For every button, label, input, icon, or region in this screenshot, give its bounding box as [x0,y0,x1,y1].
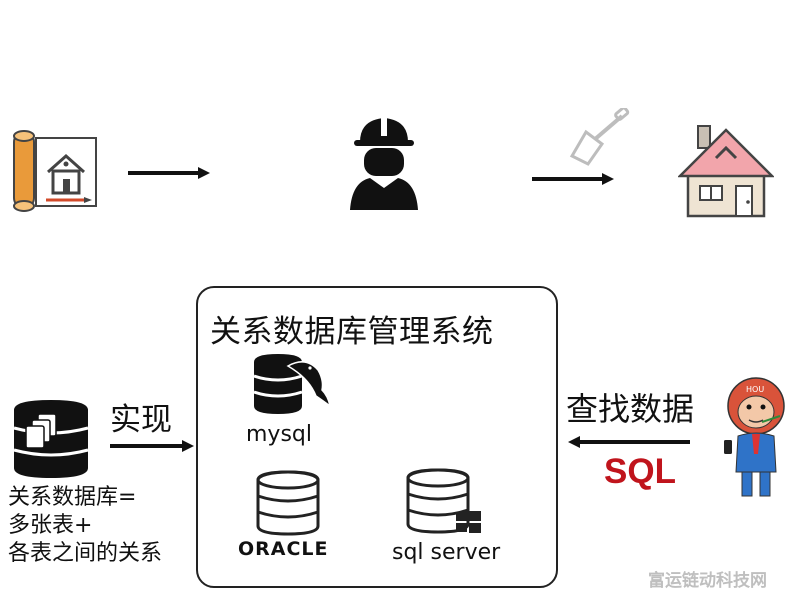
worker-icon [350,116,418,210]
dbms-container [196,286,558,588]
database-desc-line: 多张表+ [8,513,93,538]
shovel-icon [569,108,630,166]
arrow-right [128,167,210,179]
mysql-label: mysql [246,422,312,447]
oracle-label: ORACLE [238,538,329,560]
house-icon [678,125,774,218]
arrow-right [532,173,614,185]
mysql-dolphin-icon [253,354,332,414]
database-description: 关系数据库= 多张表+ 各表之间的关系 [8,484,162,568]
query-data-label: 查找数据 [566,390,695,428]
dbms-title: 关系数据库管理系统 [210,314,494,350]
monkey-user-icon: HOU [724,377,785,497]
arrow-left [568,436,690,448]
arrow-right [110,440,194,452]
database-desc-line: 关系数据库= [8,485,137,510]
blueprint-icon [13,130,97,212]
database-icon [13,400,89,478]
sqlserver-database-icon [406,468,481,534]
sqlserver-label: sql server [392,540,501,565]
oracle-database-icon [256,470,320,536]
watermark: 富运链动科技网 [648,571,767,591]
hou-text: HOU [746,385,764,394]
implement-label: 实现 [110,402,172,438]
sql-label: SQL [604,452,676,491]
database-desc-line: 各表之间的关系 [8,541,163,566]
